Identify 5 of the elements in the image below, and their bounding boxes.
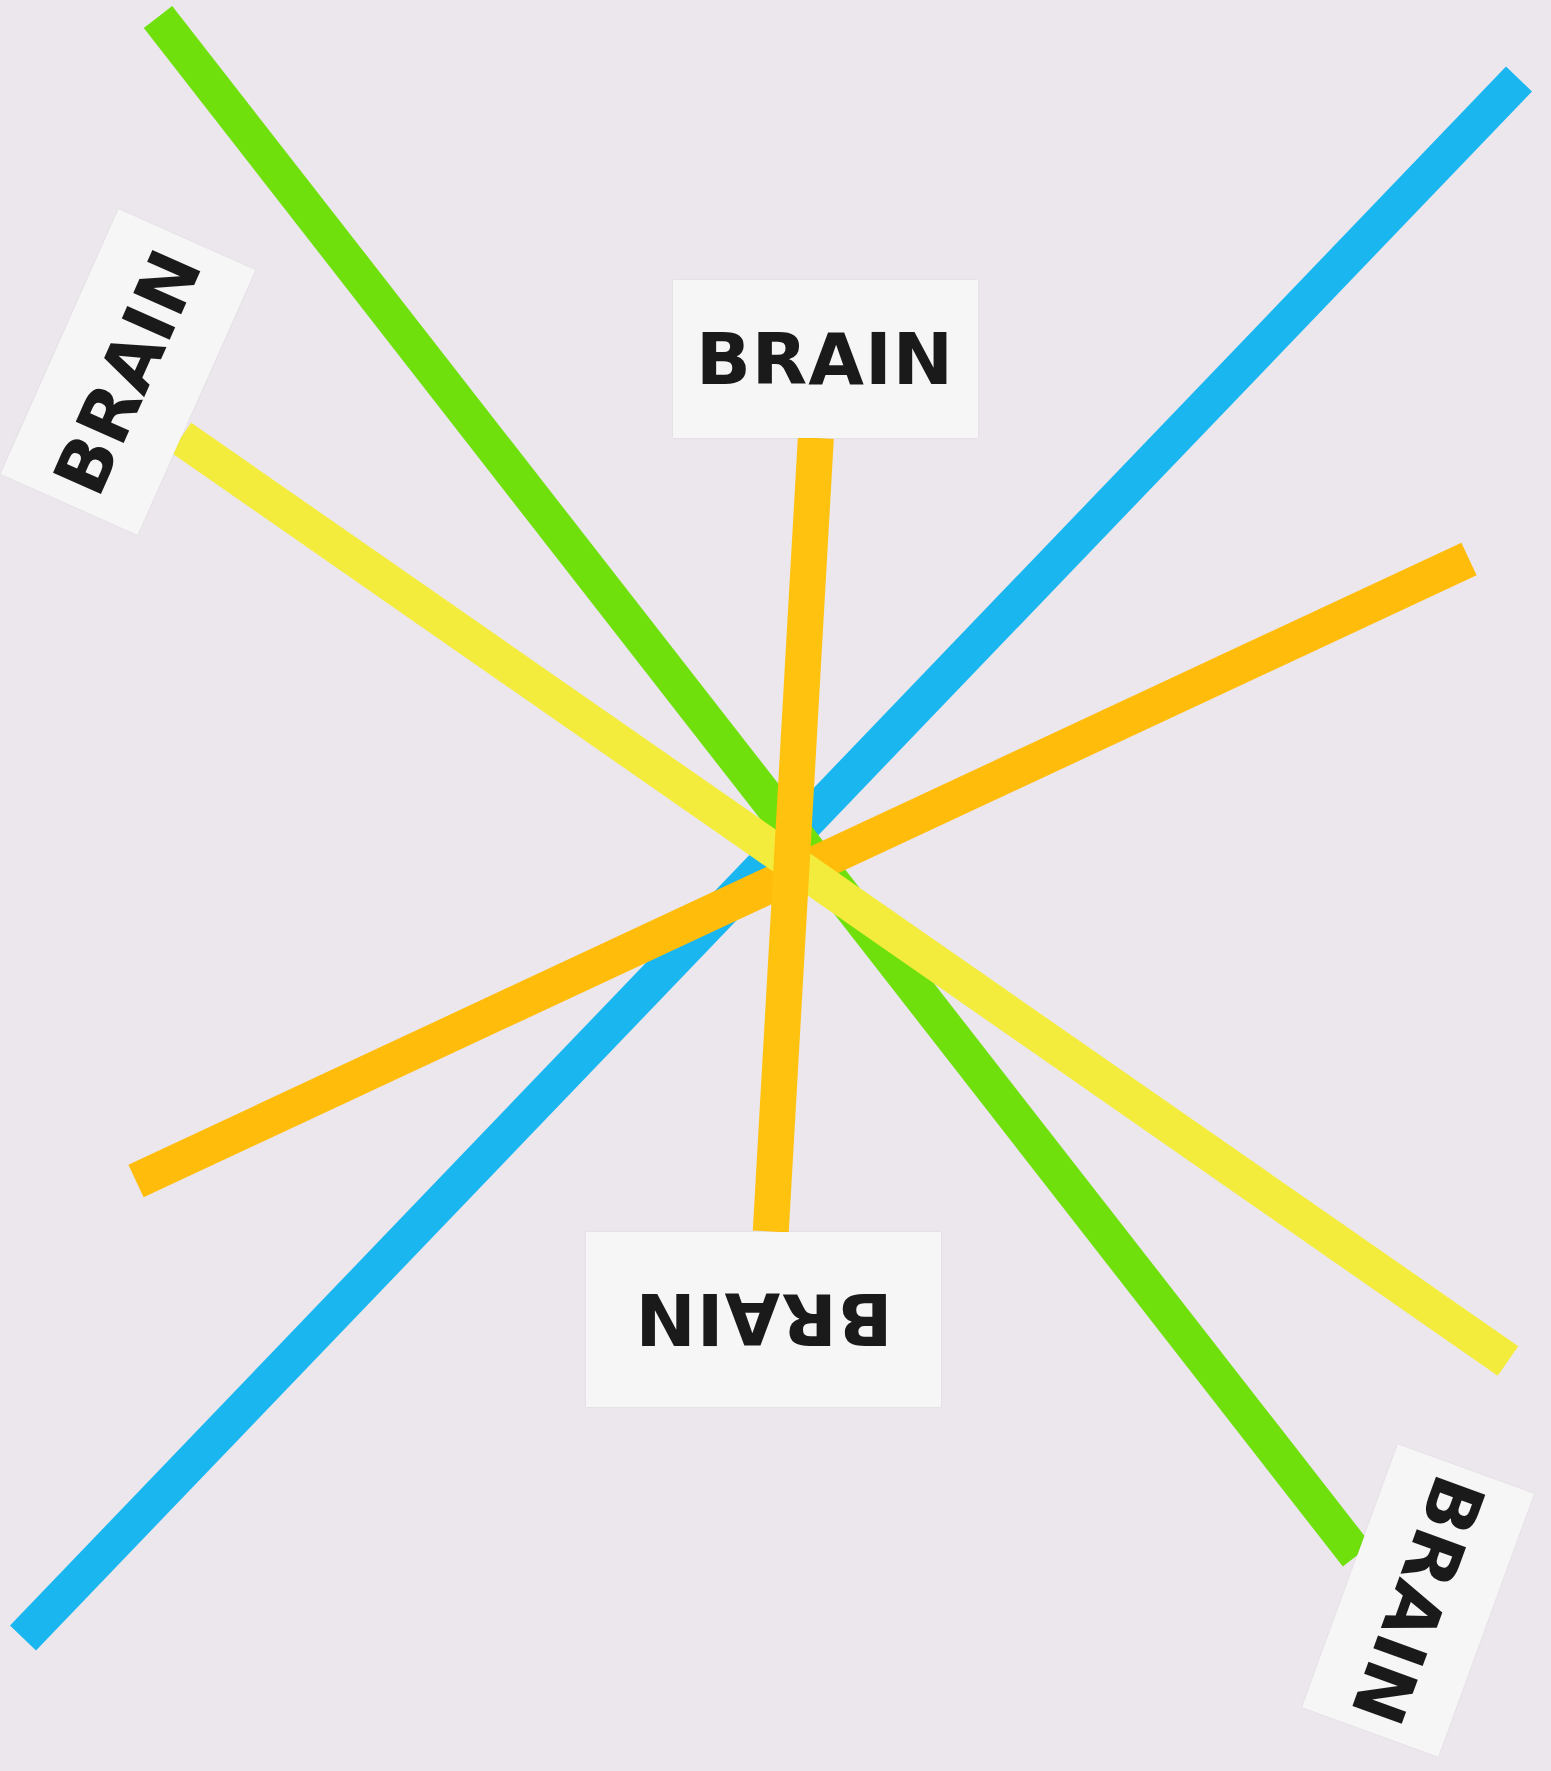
paper-label	[672, 280, 978, 438]
label-text: BRAIN	[695, 317, 955, 401]
paper-label	[585, 1231, 941, 1407]
paper-strip	[752, 437, 834, 1233]
label-text: BRAIN	[633, 1277, 893, 1361]
